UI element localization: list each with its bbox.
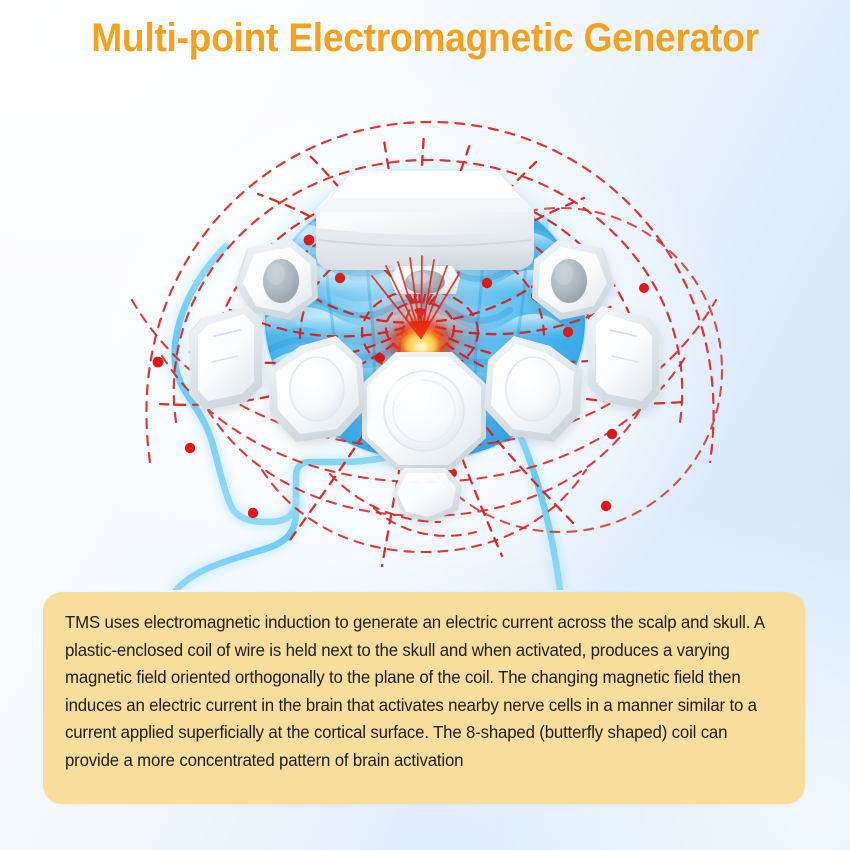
floating-module-left — [189, 306, 262, 411]
generator-cap-device — [316, 170, 534, 270]
coil-module-upper-right — [532, 240, 615, 320]
coil-module-lower-right — [484, 336, 582, 442]
floating-module-right — [588, 306, 661, 411]
coil-module-upper-left — [235, 240, 318, 320]
description-text: TMS uses electromagnetic induction to ge… — [65, 613, 764, 770]
coil-module-lower-center — [392, 468, 462, 522]
coil-module-center — [362, 352, 486, 470]
description-card: TMS uses electromagnetic induction to ge… — [43, 592, 805, 804]
page-title: Multi-point Electromagnetic Generator — [91, 16, 759, 60]
tms-illustration — [0, 70, 850, 590]
foreground-field-arcs — [328, 472, 478, 537]
coil-module-lower-left — [268, 336, 366, 442]
